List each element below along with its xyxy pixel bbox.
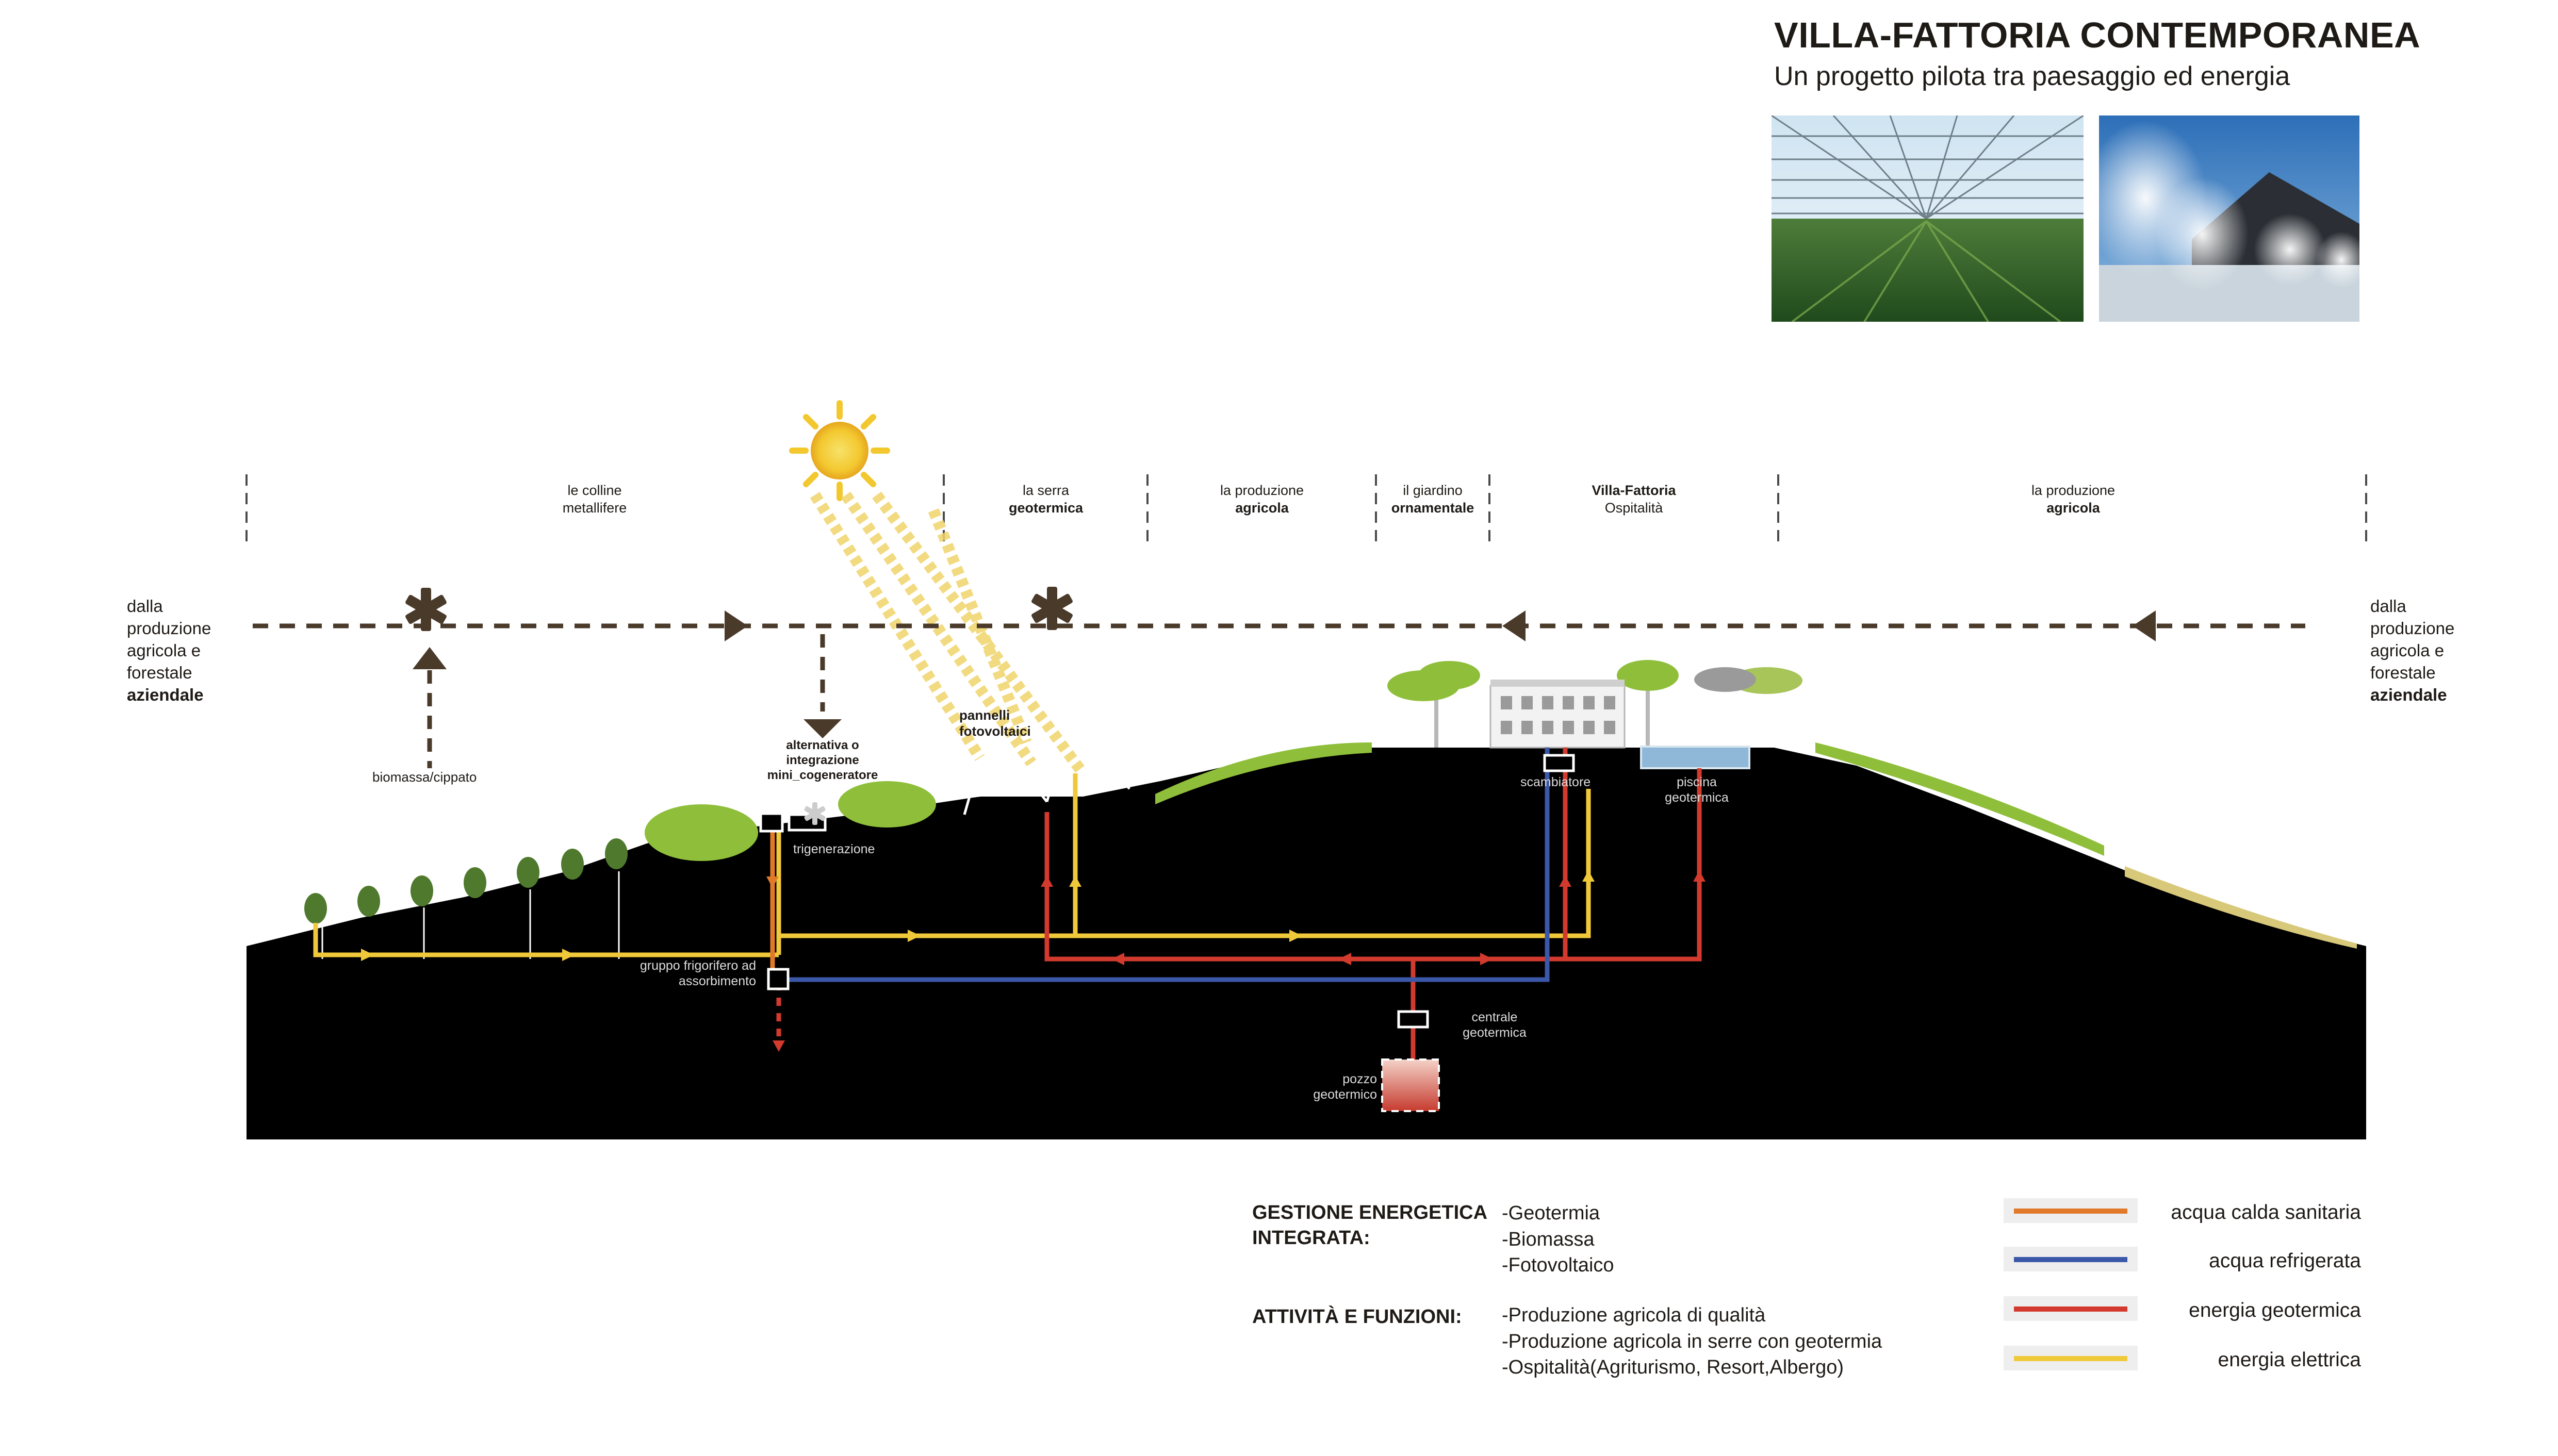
asterisk-icon — [1031, 587, 1073, 630]
equipment-boxes — [759, 754, 1575, 1029]
label-gruppo-frigorifero: gruppo frigorifero ad assorbimento — [640, 958, 756, 988]
chilled-water-lines — [781, 748, 1550, 982]
legend-gestione-heading: GESTIONE ENERGETICA INTEGRATA: — [1252, 1202, 1487, 1249]
legend-gestione-item: -Biomassa — [1502, 1228, 1595, 1250]
greenhouse-photo — [1772, 115, 2084, 322]
sun-rays — [810, 491, 1088, 777]
vegetation — [645, 742, 2357, 949]
legend-attivita-item: -Produzione agricola di qualità — [1502, 1304, 1766, 1326]
label-biomassa: biomassa/cippato — [372, 769, 477, 785]
legend-gestione-list: -Geotermia -Biomassa -Fotovoltaico — [1502, 1200, 1614, 1279]
villa-building — [1489, 680, 1626, 749]
legend-attivita-item: -Produzione agricola in serre con geoter… — [1502, 1330, 1882, 1352]
label-piscina: piscina geotermica — [1665, 775, 1729, 805]
pipe-flow-arrows — [361, 870, 1706, 1052]
legend-attivita-list: -Produzione agricola di qualità -Produzi… — [1502, 1302, 1882, 1381]
geothermal-photo — [2099, 115, 2359, 322]
orchard-trees — [304, 838, 628, 959]
label-scambiatore: scambiatore — [1520, 775, 1591, 789]
label-pannelli: pannelli fotovoltaici — [959, 707, 1031, 739]
page-title: VILLA-FATTORIA CONTEMPORANEA — [1774, 15, 2421, 55]
label-alternativa: alternativa o integrazione mini_cogenera… — [767, 738, 878, 782]
sun-icon — [789, 400, 890, 501]
legend-key-acqua-refrigerata: acqua refrigerata — [2209, 1250, 2361, 1272]
legend-key-energia-elettrica: energia elettrica — [2218, 1349, 2362, 1371]
flow-arrows — [725, 610, 2156, 641]
trigeneration-icon — [804, 802, 826, 825]
biomass-asterisk-icon — [405, 588, 447, 631]
greenhouse-outline — [963, 774, 1130, 815]
legend-key-acqua-calda: acqua calda sanitaria — [2171, 1201, 2361, 1223]
legend-lines — [2004, 1198, 2138, 1370]
legend-gestione-item: -Geotermia — [1502, 1202, 1600, 1224]
geothermal-well — [1381, 1058, 1440, 1112]
cogen-down-arrow — [804, 719, 842, 738]
label-centrale: centrale geotermica — [1463, 1010, 1527, 1040]
legend-key-energia-geotermica: energia geotermica — [2189, 1299, 2361, 1321]
label-trigenerazione: trigenerazione — [793, 842, 875, 856]
geothermal-pool — [1640, 746, 1750, 769]
legend-attivita-item: -Ospitalità(Agriturismo, Resort,Albergo) — [1502, 1356, 1844, 1379]
legend-gestione-item: -Fotovoltaico — [1502, 1254, 1614, 1277]
page-subtitle: Un progetto pilota tra paesaggio ed ener… — [1774, 61, 2290, 91]
biomass-up-arrow — [413, 647, 447, 669]
label-pozzo: pozzo geotermico — [1313, 1072, 1377, 1102]
zone-dividers — [245, 474, 2367, 544]
legend-attivita-heading: ATTIVITÀ E FUNZIONI: — [1252, 1306, 1462, 1328]
palm-trees — [1387, 660, 1802, 748]
